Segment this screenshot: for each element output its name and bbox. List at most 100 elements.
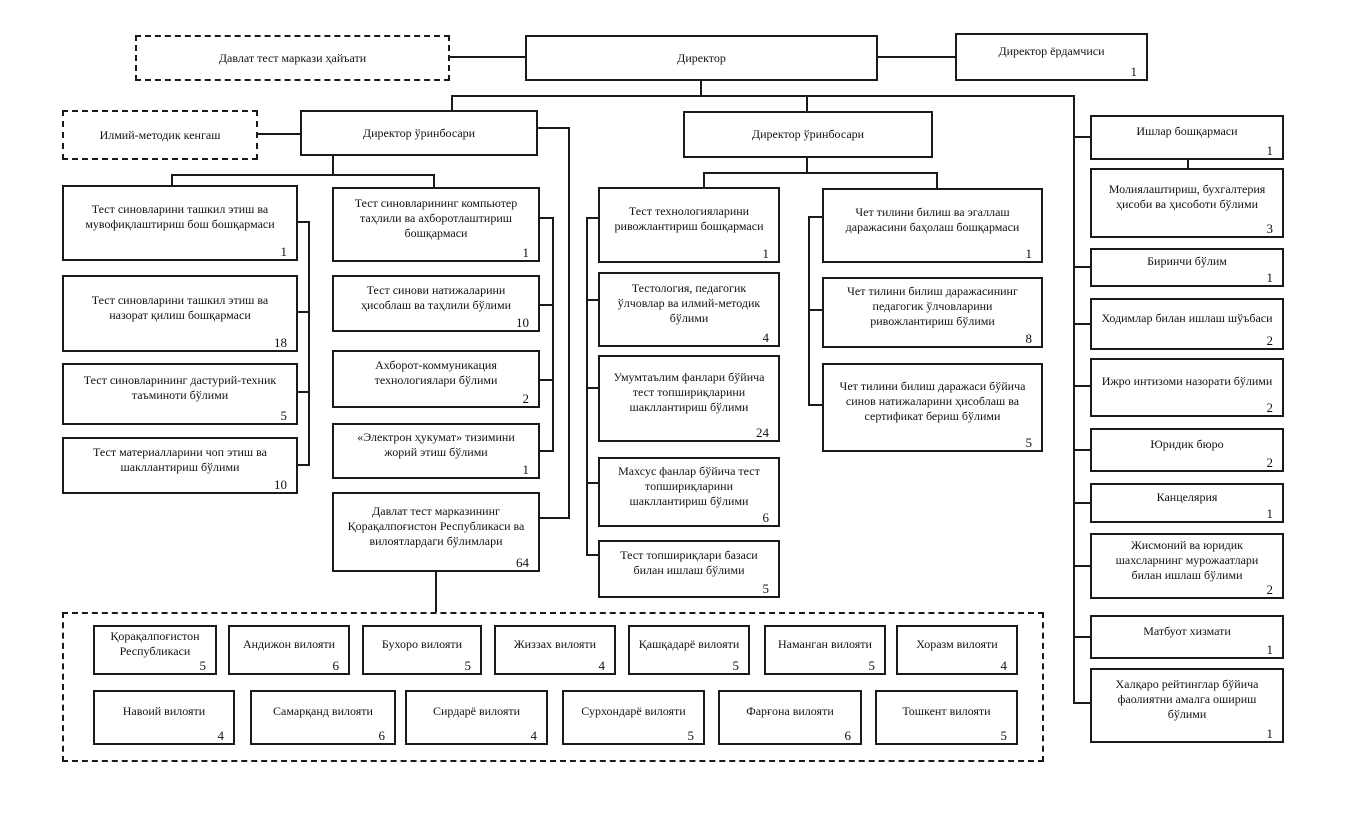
org-node-col1-3: Тест материалларини чоп этиш ва шакллант… [62, 437, 298, 494]
org-node-label: Ходимлар билан ишлаш шўъбаси [1101, 310, 1273, 325]
staff-count: 5 [1000, 728, 1008, 743]
connector-line [808, 216, 810, 406]
org-node-label: Бухоро вилояти [381, 636, 463, 651]
org-node-label: Махсус фанлар бўйича тест топшириқларини… [618, 463, 760, 508]
staff-count: 1 [1266, 642, 1274, 657]
org-node-director-assistant: Директор ёрдамчиси 1 [955, 33, 1148, 81]
org-node-region-r1-1: Андижон вилояти 6 [228, 625, 350, 675]
org-node-label: Давлат тест маркази ҳайъати [218, 50, 367, 65]
staff-count: 18 [274, 335, 287, 350]
org-node-label: Тест топшириқлари базаси билан ишлаш бўл… [620, 548, 758, 577]
connector-line [538, 127, 570, 129]
staff-count: 1 [1266, 143, 1274, 158]
connector-line [540, 379, 552, 381]
connector-line [1073, 95, 1075, 704]
staff-count: 5 [1025, 435, 1033, 450]
connector-line [568, 127, 570, 519]
org-node-label: Канцелярия [1156, 489, 1218, 504]
org-node-deputy-director-2: Директор ўринбосари [683, 111, 933, 158]
org-node-admin-4: Ижро интизоми назорати бўлими 2 [1090, 358, 1284, 417]
staff-count: 1 [522, 245, 530, 260]
connector-line [586, 482, 598, 484]
connector-line [1073, 266, 1090, 268]
connector-line [808, 309, 822, 311]
org-node-region-r2-1: Самарқанд вилояти 6 [250, 690, 396, 745]
org-node-col3-1: Тестология, педагогик ўлчовлар ва илмий-… [598, 272, 780, 347]
org-node-admin-9: Халқаро рейтинглар бўйича фаолиятни амал… [1090, 668, 1284, 743]
org-node-region-r2-5: Тошкент вилояти 5 [875, 690, 1018, 745]
org-node-admin-5: Юридик бюро 2 [1090, 428, 1284, 472]
org-node-label: Тест материалларини чоп этиш ва шакллант… [93, 444, 267, 474]
staff-count: 64 [516, 555, 529, 570]
connector-line [586, 554, 598, 556]
staff-count: 3 [1266, 221, 1274, 236]
org-node-label: Чет тилини билиш даражаси бўйича синов н… [839, 379, 1026, 423]
org-node-region-r1-5: Наманган вилояти 5 [764, 625, 886, 675]
staff-count: 2 [1266, 582, 1274, 597]
regions-container [62, 612, 1044, 762]
connector-line [540, 517, 570, 519]
org-node-region-r2-2: Сирдарё вилояти 4 [405, 690, 548, 745]
connector-line [298, 464, 308, 466]
org-node-label: Тест технологияларини ривожлантириш бошқ… [614, 204, 764, 233]
staff-count: 2 [1266, 455, 1274, 470]
connector-line [451, 95, 1075, 97]
org-node-admin-0: Ишлар бошқармаси 1 [1090, 115, 1284, 160]
org-node-col1-1: Тест синовларини ташкил этиш ва назорат … [62, 275, 298, 352]
org-node-director: Директор [525, 35, 878, 81]
connector-line [298, 391, 308, 393]
org-node-label: Чет тилини билиш даражасининг педагогик … [847, 284, 1018, 328]
org-node-label: Давлат тест марказининг Қорақалпоғистон … [347, 503, 525, 548]
org-node-label: Фарғона вилояти [746, 704, 834, 718]
connector-line [808, 404, 822, 406]
connector-line [171, 174, 173, 185]
staff-count: 8 [1025, 331, 1033, 346]
connector-line [808, 216, 822, 218]
connector-line [540, 304, 552, 306]
org-node-label: Қорақалпоғистон Республикаси [110, 629, 200, 658]
org-node-col4-2: Чет тилини билиш даражаси бўйича синов н… [822, 363, 1043, 452]
staff-count: 5 [199, 658, 207, 673]
org-node-label: Умумтаълим фанлари бўйича тест топшириқл… [613, 370, 765, 414]
org-node-label: «Электрон ҳукумат» тизимини жорий этиш б… [357, 430, 515, 459]
staff-count: 4 [217, 728, 225, 743]
org-node-label: Ижро интизоми назорати бўлими [1101, 374, 1273, 388]
org-node-col4-1: Чет тилини билиш даражасининг педагогик … [822, 277, 1043, 348]
org-node-regional-branches: Давлат тест марказининг Қорақалпоғистон … [332, 492, 540, 572]
staff-count: 1 [522, 462, 530, 477]
staff-count: 6 [844, 728, 852, 743]
staff-count: 5 [868, 658, 876, 673]
org-node-label: Тест синовларини ташкил этиш ва мувофиқл… [85, 202, 275, 231]
org-node-admin-1: Молиялаштириш, бухгалтерия ҳисоби ва ҳис… [1090, 168, 1284, 238]
org-node-label: Жиззах вилояти [513, 636, 597, 651]
connector-line [451, 95, 453, 111]
org-node-region-r2-0: Навоий вилояти 4 [93, 690, 235, 745]
connector-line [1073, 323, 1090, 325]
org-node-label: Тест синовларини ташкил этиш ва назорат … [91, 292, 269, 322]
connector-line [1073, 565, 1090, 567]
staff-count: 1 [280, 244, 288, 259]
connector-line [1073, 502, 1090, 504]
staff-count: 1 [1266, 506, 1274, 521]
connector-line [586, 217, 598, 219]
org-node-deputy-director-1: Директор ўринбосари [300, 110, 538, 156]
org-node-admin-2: Биринчи бўлим 1 [1090, 248, 1284, 287]
staff-count: 2 [522, 391, 530, 406]
org-node-label: Чет тилини билиш ва эгаллаш даражасини б… [845, 204, 1020, 234]
org-node-region-r1-4: Қашқадарё вилояти 5 [628, 625, 750, 675]
org-node-label: Қашқадарё вилояти [638, 636, 740, 651]
connector-line [586, 387, 598, 389]
staff-count: 4 [598, 658, 606, 673]
connector-line [1073, 136, 1090, 138]
connector-line [1073, 385, 1090, 387]
staff-count: 4 [1000, 658, 1008, 673]
org-node-admin-3: Ходимлар билан ишлаш шўъбаси 2 [1090, 298, 1284, 350]
org-node-col3-2: Умумтаълим фанлари бўйича тест топшириқл… [598, 355, 780, 442]
staff-count: 6 [378, 728, 386, 743]
org-node-label: Матбуот хизмати [1143, 623, 1231, 638]
staff-count: 1 [1025, 246, 1033, 261]
connector-line [700, 81, 702, 96]
org-node-label: Юридик бюро [1150, 436, 1224, 451]
org-node-col3-3: Махсус фанлар бўйича тест топшириқларини… [598, 457, 780, 527]
